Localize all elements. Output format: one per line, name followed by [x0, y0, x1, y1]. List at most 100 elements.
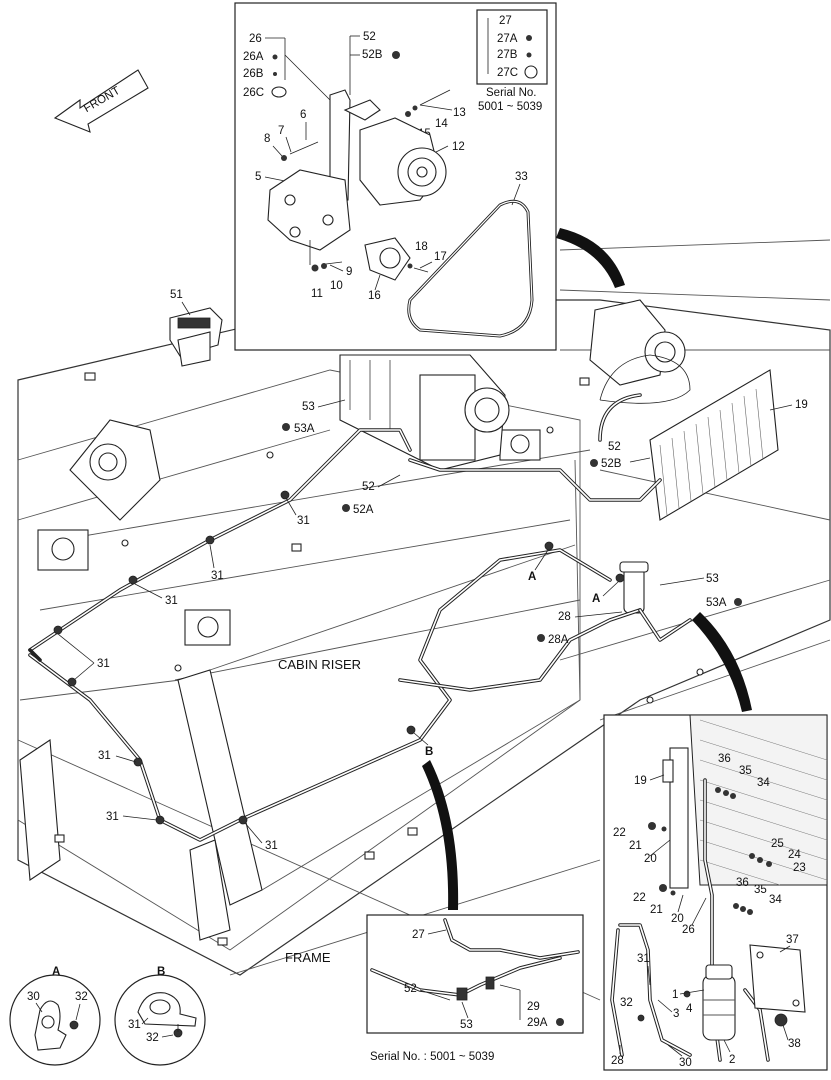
front-arrow: FRONT	[53, 69, 149, 133]
right-callout-26: 26	[682, 924, 695, 936]
right-callout-21a: 21	[629, 840, 642, 852]
right-callout-35b: 35	[754, 884, 767, 896]
right-detail-box: 36 35 34 19 22 21 20 25 24 23 22 21 20 2…	[603, 714, 828, 1071]
callout-13: 13	[453, 107, 466, 119]
callout-52-top: 52	[363, 31, 376, 43]
detail-a-30: 30	[27, 991, 40, 1003]
callout-26C: 26C	[243, 87, 264, 99]
right-callout-36b: 36	[736, 877, 749, 889]
callout-31-a: 31	[297, 515, 310, 527]
callout-17: 17	[434, 251, 447, 263]
right-callout-34b: 34	[769, 894, 782, 906]
callout-52-right: 52	[608, 441, 621, 453]
callout-A-main: A	[528, 571, 536, 583]
right-callout-3: 3	[673, 1008, 679, 1020]
hoses-main	[28, 393, 692, 842]
right-callout-21b: 21	[650, 904, 663, 916]
callout-19: 19	[795, 399, 808, 411]
compressor-main	[589, 299, 691, 404]
detail-a-title: A	[52, 966, 60, 978]
callout-8: 8	[264, 133, 270, 145]
callout-31-b: 31	[211, 570, 224, 582]
bottom-callout-27: 27	[412, 929, 425, 941]
callout-7: 7	[278, 125, 284, 137]
detail-a-32: 32	[75, 991, 88, 1003]
bottom-callout-52: 52	[404, 983, 417, 995]
callout-27B: 27B	[497, 49, 518, 61]
right-callout-36a: 36	[718, 753, 731, 765]
callout-28A: 28A	[548, 634, 569, 646]
callout-52B-right: 52B	[601, 458, 622, 470]
callout-28: 28	[558, 611, 571, 623]
callout-53-right: 53	[706, 573, 719, 585]
callout-12: 12	[452, 141, 465, 153]
receiver-dryer-main	[619, 561, 649, 614]
cabin-riser-label: CABIN RISER	[278, 657, 361, 672]
detail-b-title: B	[157, 966, 165, 978]
callout-27: 27	[499, 15, 512, 27]
right-callout-22b: 22	[633, 892, 646, 904]
callout-18: 18	[415, 241, 428, 253]
right-callout-30: 30	[679, 1057, 692, 1069]
right-callout-20b: 20	[671, 913, 684, 925]
callout-53A: 53A	[294, 423, 315, 435]
detail-b: B 31 32	[114, 966, 206, 1066]
callout-11: 11	[311, 288, 323, 300]
callout-A-main-2: A	[592, 593, 600, 605]
right-callout-25: 25	[771, 838, 784, 850]
callout-16: 16	[368, 290, 381, 302]
right-callout-28: 28	[611, 1055, 624, 1067]
callout-31-c: 31	[165, 595, 178, 607]
callout-52B-top: 52B	[362, 49, 383, 61]
right-callout-2: 2	[729, 1054, 735, 1066]
callout-6: 6	[300, 109, 306, 121]
callout-31-d: 31	[97, 658, 110, 670]
frame-label: FRAME	[285, 950, 331, 965]
main-callouts: 51 19 53 53A 52 52A 52 52B 31 31 31 31 3…	[57, 289, 808, 852]
callout-52: 52	[362, 481, 375, 493]
right-callout-31: 31	[637, 953, 650, 965]
callout-31-f: 31	[106, 811, 119, 823]
callout-9: 9	[346, 266, 352, 278]
right-callout-38: 38	[788, 1038, 801, 1050]
callout-14: 14	[435, 118, 448, 130]
callout-5: 5	[255, 171, 261, 183]
right-callout-20a: 20	[644, 853, 657, 865]
top-serial-line-2: 5001 ~ 5039	[478, 101, 542, 113]
callout-53: 53	[302, 401, 315, 413]
callout-26B: 26B	[243, 68, 264, 80]
right-callout-4: 4	[686, 1003, 693, 1015]
detail-a: A 30 32	[9, 966, 101, 1066]
right-callout-34a: 34	[757, 777, 770, 789]
bottom-callout-53: 53	[460, 1019, 473, 1031]
callout-27C: 27C	[497, 67, 518, 79]
callout-10: 10	[330, 280, 343, 292]
top-serial-line-1: Serial No.	[486, 87, 537, 99]
callout-31-e: 31	[98, 750, 111, 762]
callout-31-g: 31	[265, 840, 278, 852]
switch-part-51	[169, 307, 223, 367]
right-callout-19: 19	[634, 775, 647, 787]
right-callout-1: 1	[672, 989, 678, 1001]
callout-33: 33	[515, 171, 528, 183]
bottom-callout-29A: 29A	[527, 1017, 548, 1029]
right-callout-37: 37	[786, 934, 799, 946]
detail-b-32: 32	[146, 1032, 159, 1044]
condenser-main	[649, 369, 779, 521]
right-callout-32: 32	[620, 997, 633, 1009]
right-callout-23: 23	[793, 862, 806, 874]
bottom-callout-29: 29	[527, 1001, 540, 1013]
callout-51: 51	[170, 289, 183, 301]
right-callout-24: 24	[788, 849, 801, 861]
callout-26: 26	[249, 33, 262, 45]
callout-27A: 27A	[497, 33, 518, 45]
right-callout-35a: 35	[739, 765, 752, 777]
hvac-unit	[339, 354, 510, 471]
callout-B-main: B	[425, 746, 433, 758]
bottom-detail-box: 27 52 53 29 29A Serial No. : 5001 ~ 5039	[366, 914, 584, 1063]
bottom-serial: Serial No. : 5001 ~ 5039	[370, 1051, 494, 1063]
right-callout-22a: 22	[613, 827, 626, 839]
top-detail-box: Serial No. 5001 ~ 5039 27 27A 27B 27C 26…	[234, 2, 557, 351]
detail-b-31: 31	[128, 1019, 141, 1031]
